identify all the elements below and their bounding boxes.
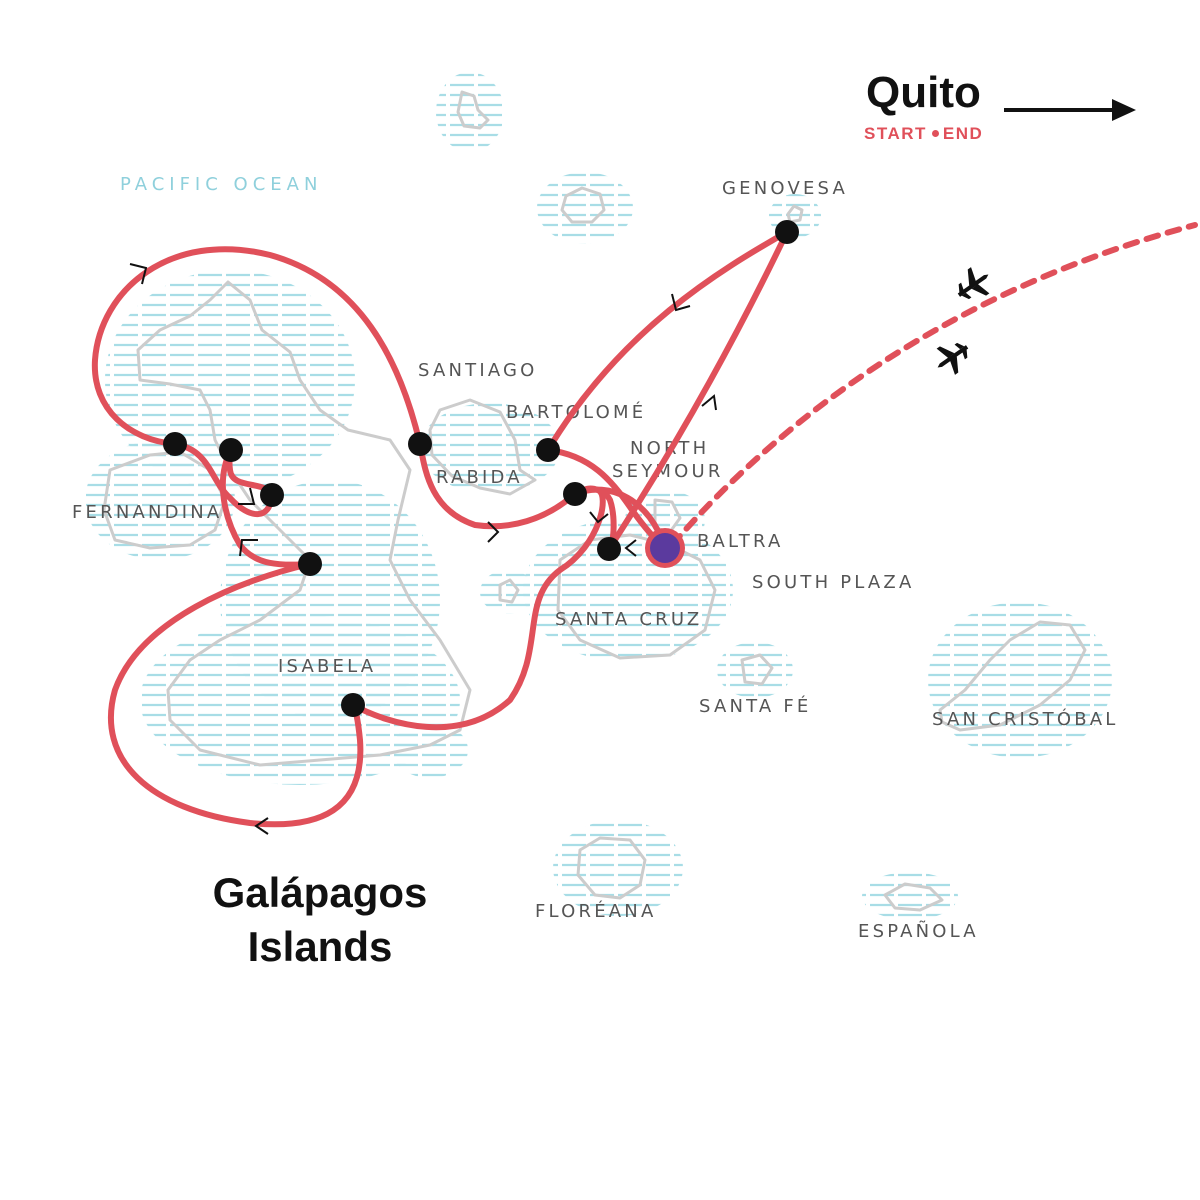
island-label-isabela: ISABELA [278, 656, 376, 677]
island-label-fernandina: FERNANDINA [72, 502, 222, 523]
stop-marker-icon [298, 552, 322, 576]
map-labels: PACIFIC OCEAN GENOVESA SANTIAGO BARTOLOM… [72, 174, 1119, 942]
island-label-floreana: FLORÉANA [535, 900, 656, 922]
end-label: END [942, 124, 984, 143]
island-label-santa-cruz: SANTA CRUZ [555, 609, 702, 630]
island-label-santa-fe: SANTA FÉ [699, 695, 812, 717]
water-hatching [85, 72, 1112, 920]
stop-markers [163, 220, 799, 717]
start-end-marker-icon [645, 528, 685, 568]
destination-title: Quito [866, 68, 981, 117]
airplane-outbound-icon [957, 267, 990, 300]
stop-marker-icon [408, 432, 432, 456]
island-label-espanola: ESPAÑOLA [858, 920, 979, 942]
airplane-inbound-icon [936, 342, 969, 375]
stop-marker-icon [260, 483, 284, 507]
island-label-genovesa: GENOVESA [722, 178, 848, 199]
island-label-baltra: BALTRA [697, 531, 784, 552]
island-label-san-cristobal: SAN CRISTÓBAL [932, 708, 1119, 730]
island-outlines [102, 90, 1087, 912]
map-title: Galápagos Islands [170, 866, 470, 974]
stop-marker-icon [163, 432, 187, 456]
start-label: START [864, 124, 927, 143]
island-label-north-seymour-line2: SEYMOUR [612, 461, 724, 482]
stop-marker-icon [775, 220, 799, 244]
island-label-rabida: RABIDA [436, 467, 523, 488]
island-label-santiago: SANTIAGO [418, 360, 538, 381]
arrow-right-icon [1004, 99, 1136, 121]
stop-marker-icon [341, 693, 365, 717]
map-title-line1: Galápagos [212, 869, 428, 916]
stop-marker-icon [219, 438, 243, 462]
island-label-south-plaza: SOUTH PLAZA [752, 572, 914, 593]
flight-route [669, 222, 1198, 548]
stop-marker-icon [597, 537, 621, 561]
boat-route [91, 229, 790, 828]
route-arrows [129, 263, 717, 835]
stop-marker-icon [536, 438, 560, 462]
start-end-caption: START END [864, 124, 983, 144]
ocean-label: PACIFIC OCEAN [120, 174, 322, 195]
stop-marker-icon [563, 482, 587, 506]
map-title-line2: Islands [247, 923, 393, 970]
separator-dot-icon [931, 130, 939, 138]
